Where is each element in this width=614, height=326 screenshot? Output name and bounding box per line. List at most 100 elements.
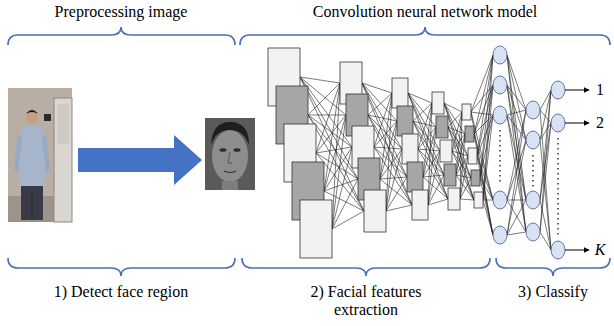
cnn-connections: [300, 55, 551, 250]
connection-line: [483, 200, 493, 235]
connection-line: [332, 115, 346, 229]
top-brace: [8, 27, 235, 45]
connection-line: [308, 83, 340, 115]
feature-map: [474, 192, 483, 208]
connection-line: [332, 147, 352, 229]
connection-line: [477, 85, 493, 156]
feature-map: [462, 104, 471, 120]
connection-line: [332, 83, 340, 229]
input-photo: [8, 88, 72, 222]
section-heading: Preprocessing image: [11, 3, 231, 21]
feature-map: [471, 170, 480, 186]
connection-line: [374, 147, 402, 149]
feature-map: [407, 162, 423, 192]
feature-map: [436, 116, 448, 138]
connection-line: [316, 147, 352, 153]
bottom-brace: [8, 258, 235, 276]
connection-line: [386, 121, 397, 211]
connection-line: [386, 149, 402, 211]
connection-line: [380, 121, 397, 179]
feature-map: [465, 126, 474, 142]
connection-line: [428, 175, 444, 205]
neuron: [493, 46, 507, 64]
step-caption: 3) Classify: [498, 283, 608, 301]
connection-line: [452, 112, 462, 151]
connection-line: [386, 177, 407, 211]
connection-line: [507, 140, 526, 200]
feature-map: [448, 188, 460, 210]
feature-map: [444, 164, 456, 186]
connection-line: [483, 200, 493, 201]
connection-line: [507, 140, 526, 235]
connection-line: [507, 200, 526, 201]
connection-line: [324, 147, 352, 191]
output-arrow: [565, 250, 589, 251]
feature-map: [364, 190, 386, 232]
feature-maps: [268, 48, 483, 258]
feature-map: [300, 200, 332, 258]
neuron: [526, 223, 540, 241]
connection-line: [332, 211, 364, 229]
connection-line: [456, 175, 471, 178]
connection-line: [380, 149, 402, 179]
connection-line: [540, 232, 551, 250]
neuron: [551, 81, 565, 99]
connection-line: [540, 140, 551, 250]
connection-line: [423, 175, 444, 177]
neuron: [551, 241, 565, 259]
connection-line: [380, 93, 392, 179]
connection-line: [540, 90, 551, 232]
feature-map: [397, 106, 413, 136]
step-caption: 2) Facial features extraction: [280, 283, 452, 319]
connection-line: [428, 199, 448, 205]
connection-line: [374, 121, 397, 147]
ellipsis-dots: [532, 155, 533, 188]
feature-map: [402, 134, 418, 164]
connection-line: [380, 177, 407, 179]
connection-line: [316, 83, 340, 153]
face-crop: [205, 118, 255, 190]
neuron: [526, 191, 540, 209]
connection-line: [540, 110, 551, 250]
connection-line: [413, 121, 436, 127]
ellipsis-dots: [557, 138, 558, 238]
class-label: K: [592, 241, 608, 259]
feature-map: [412, 190, 428, 220]
connection-line: [507, 85, 526, 200]
neuron: [493, 226, 507, 244]
step-caption: 1) Detect face region: [11, 283, 231, 301]
connection-line: [418, 149, 440, 151]
output-arrow: [565, 123, 589, 124]
connection-line: [507, 200, 526, 235]
feature-map: [468, 148, 477, 164]
connection-line: [368, 115, 397, 121]
connection-line: [483, 85, 493, 200]
neuron: [493, 106, 507, 124]
connection-line: [507, 232, 526, 235]
block-arrow: [78, 135, 202, 185]
neuron: [526, 101, 540, 119]
neuron: [551, 114, 565, 132]
connection-line: [460, 156, 468, 199]
neuron: [493, 191, 507, 209]
connection-line: [308, 115, 346, 116]
connection-line: [507, 110, 526, 115]
connection-line: [386, 205, 412, 211]
connection-line: [460, 178, 471, 199]
connection-line: [386, 93, 392, 211]
class-label: 2: [592, 114, 608, 132]
feature-map: [392, 78, 408, 108]
connection-line: [507, 85, 526, 232]
top-brace: [240, 27, 610, 45]
connection-line: [374, 93, 392, 147]
bottom-brace: [496, 258, 610, 276]
ellipsis-dots: [499, 130, 500, 185]
neuron: [493, 76, 507, 94]
feature-map: [432, 92, 444, 114]
connection-line: [460, 199, 474, 200]
cnn-model: [268, 46, 589, 259]
section-heading: Convolution neural network model: [245, 3, 605, 21]
connection-line: [428, 151, 440, 205]
